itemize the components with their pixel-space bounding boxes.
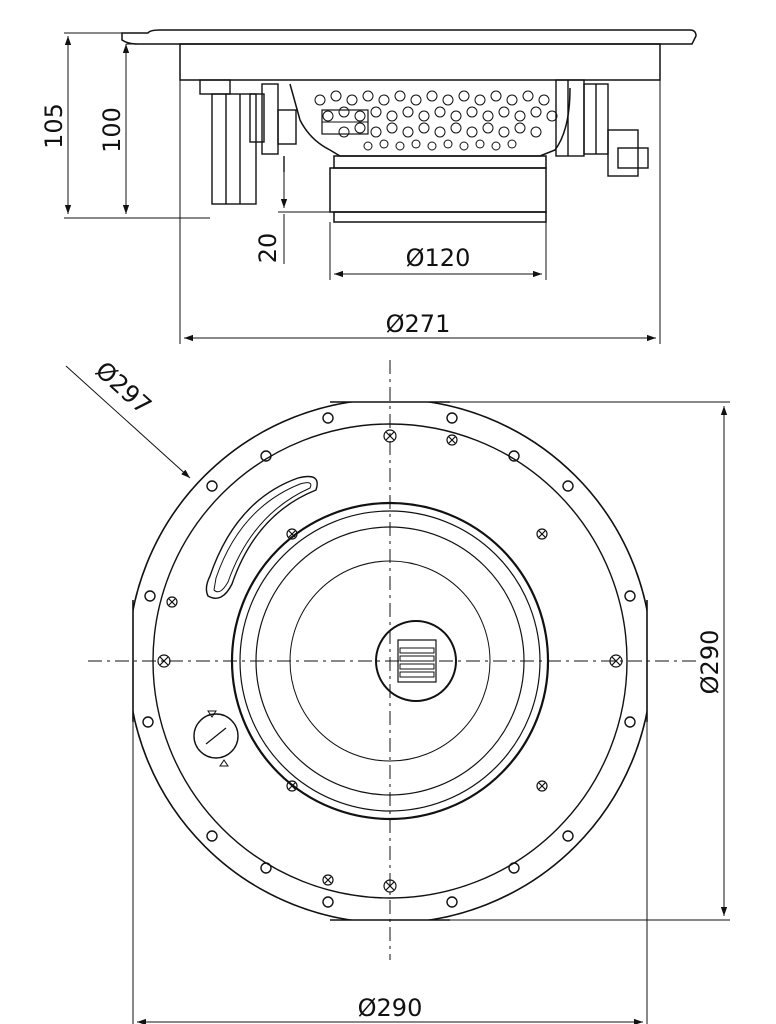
- level-switch: [193, 710, 239, 767]
- woofer-cone: [255, 526, 525, 796]
- front-dimensions: [65, 365, 730, 1024]
- woofer-inner: [289, 560, 491, 762]
- side-dimensions: [64, 32, 661, 344]
- housing: [179, 43, 661, 81]
- dim-290-vertical-label: Ø290: [696, 630, 724, 695]
- tweeter-ribbon: [397, 639, 437, 683]
- grille-rim: [121, 29, 697, 45]
- speaker-basket: [289, 83, 571, 157]
- dim-297-label: Ø297: [90, 356, 157, 420]
- center-lines: [88, 360, 700, 960]
- grille-ring: [152, 423, 628, 899]
- magnet-assembly: [329, 155, 547, 223]
- dim-290-horizontal-label: Ø290: [358, 994, 423, 1022]
- right-mounting-clamp: [555, 79, 649, 177]
- screw-heads: [157, 429, 623, 893]
- flange-flats: [132, 401, 648, 921]
- side-view: [121, 29, 697, 223]
- mounting-slot: [205, 475, 318, 599]
- basket-perforations: [314, 90, 558, 151]
- tweeter-slots: [399, 647, 435, 678]
- front-view: [88, 360, 700, 960]
- dim-20-label: 20: [254, 233, 282, 264]
- left-mounting-clamp: [199, 79, 297, 205]
- dim-271-label: Ø271: [386, 310, 451, 338]
- woofer-surround: [239, 510, 541, 812]
- dim-105-label: 105: [40, 103, 68, 149]
- mounting-holes: [142, 412, 636, 908]
- woofer-frame: [230, 501, 550, 821]
- dim-100-label: 100: [98, 107, 126, 153]
- tweeter-dome: [375, 620, 457, 702]
- dim-120-label: Ø120: [406, 244, 471, 272]
